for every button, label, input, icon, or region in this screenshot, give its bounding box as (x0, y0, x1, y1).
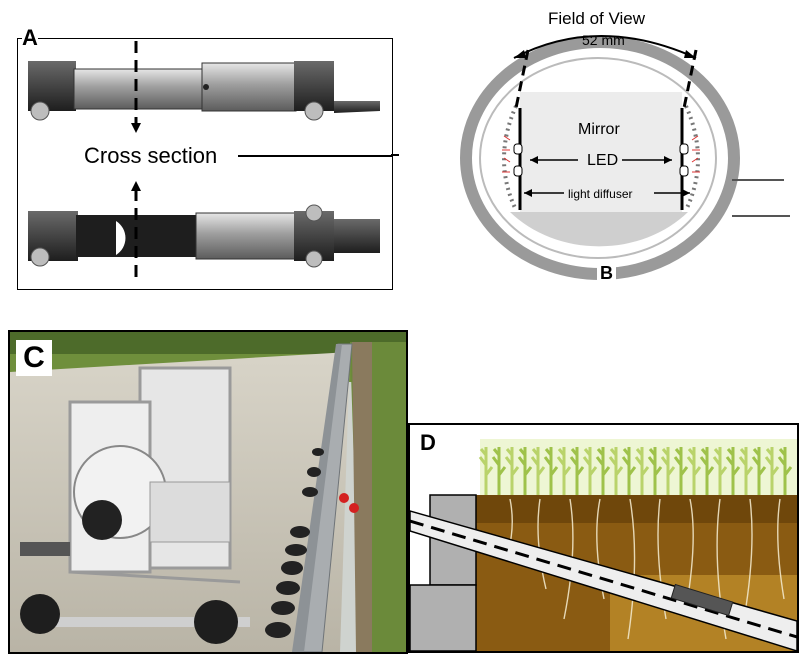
diffuser-label: light diffuser (568, 187, 633, 201)
soil-schematic (410, 439, 797, 651)
crop-plant (491, 447, 507, 495)
fov-arc (513, 35, 697, 59)
crop-plant (751, 447, 767, 495)
fov-width: 52 mm (582, 32, 625, 48)
crop-plant (543, 447, 559, 495)
fov-title: Field of View (548, 9, 646, 28)
crop-plant (608, 447, 624, 495)
crop-plant (738, 447, 754, 495)
crop-plant (569, 447, 585, 495)
panel-c: C (8, 330, 408, 654)
minirhizotron-tube (410, 510, 797, 651)
crop-plant (504, 447, 520, 495)
crop-plants (478, 447, 793, 495)
led-label: LED (587, 152, 619, 169)
panel-c-label: C (16, 340, 52, 376)
panel-d: D (408, 423, 799, 653)
cross-section-label: Cross section (84, 143, 218, 168)
crop-plant (712, 447, 728, 495)
crop-plant (647, 447, 663, 495)
crop-plant (595, 447, 611, 495)
led-left (502, 135, 523, 177)
panel-b-label: B (597, 264, 616, 282)
crop-plant (699, 447, 715, 495)
arrow-down-icon (131, 123, 141, 133)
crop-canopy (480, 439, 797, 495)
panel-d-label: D (416, 431, 440, 455)
camera-drawing (28, 41, 392, 279)
leader-to-panel-b (391, 154, 399, 156)
camera-top-view (28, 61, 380, 121)
crop-plant (725, 447, 741, 495)
crop-plant (673, 447, 689, 495)
crop-plant (478, 447, 494, 495)
camera-bottom-view (28, 204, 380, 268)
crop-plant (764, 447, 780, 495)
crop-plant (660, 447, 676, 495)
arrow-up-icon (131, 181, 141, 191)
crop-plant (777, 447, 793, 495)
crop-plant (621, 447, 637, 495)
panel-a: A (17, 27, 393, 290)
crop-plant (686, 447, 702, 495)
crop-plant (582, 447, 598, 495)
mirror-label: Mirror (578, 121, 620, 138)
optics-diagram (460, 16, 790, 282)
crop-plant (556, 447, 572, 495)
field-photo (10, 332, 406, 652)
led-right (679, 135, 700, 177)
crop-plant (634, 447, 650, 495)
panel-b: Field of View 52 mm Mirror LED light dif… (440, 0, 800, 300)
crop-plant (530, 447, 546, 495)
crop-plant (517, 447, 533, 495)
panel-a-label: A (22, 25, 38, 50)
